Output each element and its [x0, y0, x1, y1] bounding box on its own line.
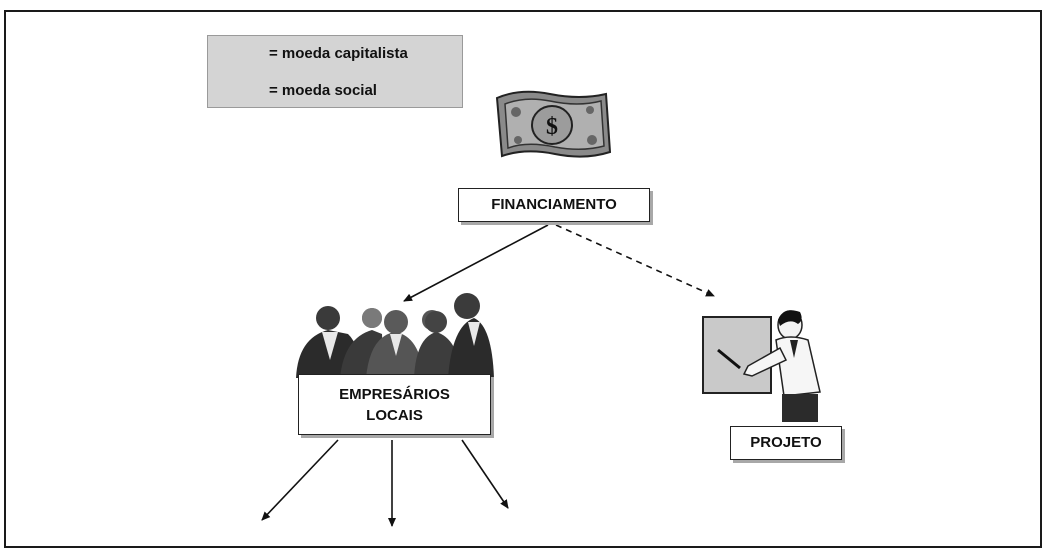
legend-label-social: = moeda social — [269, 82, 377, 99]
node-empresarios-label-line2: LOCAIS — [366, 407, 423, 424]
legend-box: = moeda capitalista = moeda social — [207, 35, 463, 108]
node-projeto-label: PROJETO — [750, 434, 822, 451]
node-projeto: PROJETO — [730, 426, 842, 460]
node-empresarios-locais: EMPRESÁRIOS LOCAIS — [298, 374, 491, 435]
arrow-empresarios-left — [261, 439, 339, 521]
node-financiamento-label: FINANCIAMENTO — [491, 196, 617, 213]
arrow-financiamento-to-empresarios — [403, 224, 549, 302]
legend-item-capitalista: = moeda capitalista — [216, 44, 461, 64]
arrow-empresarios-right — [461, 439, 509, 509]
arrow-financiamento-to-projeto — [555, 224, 715, 297]
node-financiamento: FINANCIAMENTO — [458, 188, 650, 222]
presenter-icon — [702, 310, 821, 422]
legend-label-capitalista: = moeda capitalista — [269, 45, 408, 62]
node-empresarios-label-line1: EMPRESÁRIOS — [339, 386, 450, 403]
money-bill-icon: $ — [495, 90, 612, 158]
business-people-icon — [296, 293, 494, 378]
svg-text:$: $ — [546, 114, 558, 140]
legend-item-social: = moeda social — [216, 81, 461, 101]
